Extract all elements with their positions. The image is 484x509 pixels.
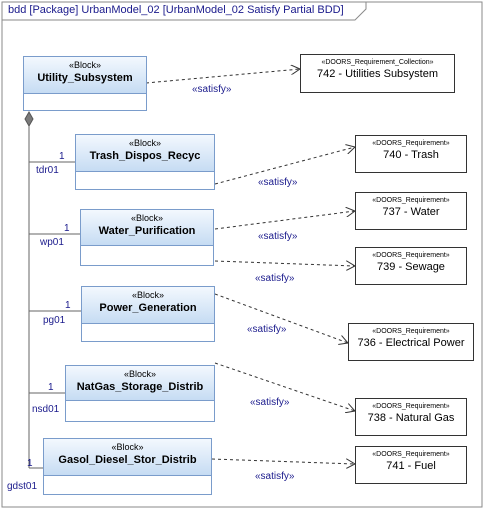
block-utility-subsystem[interactable]: «Block» Utility_Subsystem	[23, 56, 147, 111]
satisfy-line-power	[214, 293, 348, 343]
satisfy-line-sewage	[214, 260, 355, 266]
requirement-name: 736 - Electrical Power	[357, 337, 465, 349]
satisfy-line-fuel	[211, 458, 355, 464]
block-name: Power_Generation	[99, 302, 197, 314]
requirement-737-water[interactable]: «DOORS_Requirement» 737 - Water	[355, 192, 467, 230]
block-name: Utility_Subsystem	[37, 72, 133, 84]
role-name-power: pg01	[43, 315, 66, 326]
multiplicity-natgas: 1	[48, 382, 54, 393]
requirement-name: 741 - Fuel	[386, 460, 436, 472]
block-stereotype: «Block»	[128, 138, 162, 148]
block-name: Water_Purification	[98, 225, 196, 237]
block-gasol-diesel-stor-distrib[interactable]: «Block» Gasol_Diesel_Stor_Distrib	[43, 438, 212, 495]
requirement-738-natural-gas[interactable]: «DOORS_Requirement» 738 - Natural Gas	[355, 398, 467, 436]
requirement-name: 739 - Sewage	[377, 261, 445, 273]
requirement-name: 740 - Trash	[383, 149, 439, 161]
requirement-739-sewage[interactable]: «DOORS_Requirement» 739 - Sewage	[355, 247, 467, 285]
block-name: Gasol_Diesel_Stor_Distrib	[58, 454, 197, 466]
requirement-742-utilities-subsystem[interactable]: «DOORS_Requirement_Collection» 742 - Uti…	[300, 54, 455, 93]
diagram-frame-label: bdd [Package] UrbanModel_02 [UrbanModel_…	[8, 4, 344, 16]
block-stereotype: «Block»	[131, 290, 165, 300]
satisfy-label-trash: «satisfy»	[258, 177, 298, 188]
frame-tab	[2, 2, 367, 21]
requirement-stereotype: «DOORS_Requirement»	[372, 197, 450, 204]
role-name-natgas: nsd01	[32, 404, 60, 415]
satisfy-line-water	[214, 211, 355, 230]
role-name-trash: tdr01	[36, 165, 59, 176]
requirement-stereotype: «DOORS_Requirement»	[372, 451, 450, 458]
satisfy-label-utilities: «satisfy»	[192, 84, 232, 95]
block-stereotype: «Block»	[111, 442, 144, 452]
block-trash-dispos-recyc[interactable]: «Block» Trash_Dispos_Recyc	[75, 134, 215, 190]
block-stereotype: «Block»	[68, 60, 102, 70]
satisfy-label-water: «satisfy»	[258, 231, 298, 242]
satisfy-label-sewage: «satisfy»	[255, 273, 295, 284]
block-power-generation[interactable]: «Block» Power_Generation	[81, 286, 215, 342]
requirement-name: 737 - Water	[382, 206, 440, 218]
requirement-741-fuel[interactable]: «DOORS_Requirement» 741 - Fuel	[355, 446, 467, 484]
multiplicity-trash: 1	[59, 151, 65, 162]
requirement-stereotype: «DOORS_Requirement»	[372, 403, 450, 410]
block-name: NatGas_Storage_Distrib	[76, 381, 204, 393]
block-name: Trash_Dispos_Recyc	[89, 150, 201, 162]
requirement-stereotype: «DOORS_Requirement_Collection»	[321, 59, 434, 66]
block-stereotype: «Block»	[130, 213, 164, 223]
requirement-740-trash[interactable]: «DOORS_Requirement» 740 - Trash	[355, 135, 467, 173]
requirement-stereotype: «DOORS_Requirement»	[372, 252, 450, 259]
requirement-name: 742 - Utilities Subsystem	[316, 68, 439, 80]
requirement-736-electrical-power[interactable]: «DOORS_Requirement» 736 - Electrical Pow…	[348, 323, 474, 361]
block-stereotype: «Block»	[123, 369, 157, 379]
multiplicity-water: 1	[64, 223, 70, 234]
satisfy-label-fuel: «satisfy»	[255, 471, 295, 482]
satisfy-label-power: «satisfy»	[247, 324, 287, 335]
composition-diamond	[24, 110, 34, 128]
multiplicity-power: 1	[65, 300, 71, 311]
block-natgas-storage-distrib[interactable]: «Block» NatGas_Storage_Distrib	[65, 365, 215, 422]
requirement-name: 738 - Natural Gas	[367, 412, 455, 424]
satisfy-line-trash	[214, 147, 355, 185]
block-water-purification[interactable]: «Block» Water_Purification	[80, 209, 214, 266]
satisfy-line-utilities	[145, 69, 300, 84]
role-name-water: wp01	[40, 237, 64, 248]
multiplicity-gasol: 1	[27, 458, 33, 469]
satisfy-label-natgas: «satisfy»	[250, 397, 290, 408]
satisfy-line-natgas	[214, 362, 355, 411]
requirement-stereotype: «DOORS_Requirement»	[372, 328, 450, 335]
role-name-gasol: gdst01	[7, 481, 38, 492]
requirement-stereotype: «DOORS_Requirement»	[372, 140, 450, 147]
